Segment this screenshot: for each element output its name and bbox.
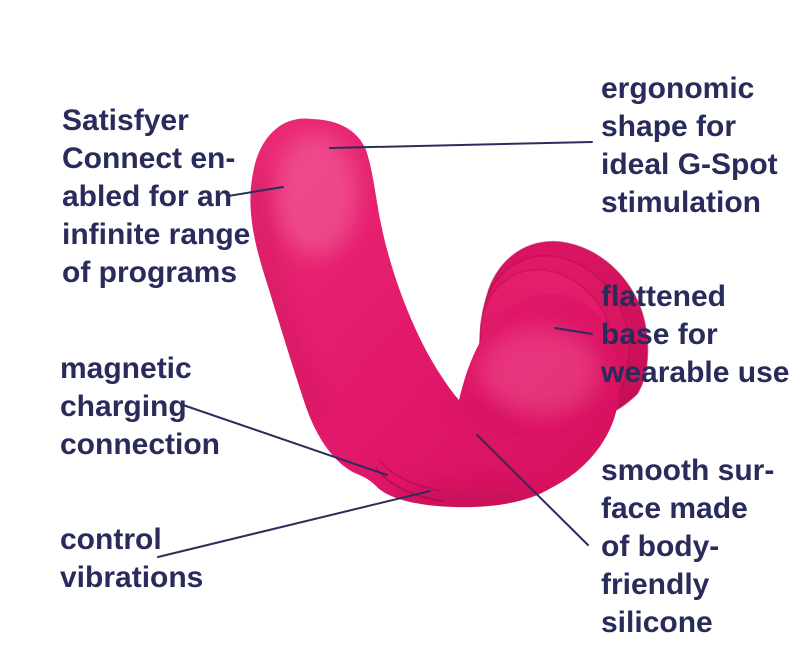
label-text-line: infinite range — [62, 218, 251, 251]
label-text-line: wearable use — [601, 356, 790, 389]
label-text-line: Connect en- — [62, 142, 236, 175]
callout-line-ergonomic-shape — [329, 141, 593, 149]
label-text-line: ergonomic — [601, 72, 755, 105]
label-text-line: stimulation — [601, 186, 762, 219]
body-shading — [250, 133, 600, 508]
label-text-line: Satisfyer — [62, 104, 189, 137]
callout-line-flattened-base — [554, 327, 593, 335]
label-text-line: control — [60, 523, 162, 556]
label-text-line: smooth sur- — [601, 454, 775, 487]
label-satisfyer-connect: Satisfyer Connect en- abled for an infin… — [62, 102, 250, 292]
callout-lines — [157, 141, 593, 558]
label-text-line: of programs — [62, 256, 238, 289]
label-flattened-base: flattened base for wearable use — [601, 278, 789, 392]
label-text-line: connection — [60, 428, 221, 461]
callout-line-satisfyer-connect — [227, 186, 284, 197]
callout-line-magnetic-charging — [182, 404, 388, 476]
label-text-line: face made — [601, 492, 748, 525]
label-text-line: silicone — [601, 606, 713, 639]
label-text-line: of body- — [601, 530, 720, 563]
label-text-line: friendly — [601, 568, 710, 601]
label-ergonomic-shape: ergonomic shape for ideal G-Spot stimula… — [601, 70, 778, 222]
label-text-line: base for — [601, 318, 718, 351]
callout-line-smooth-surface — [476, 434, 589, 546]
label-text-line: vibrations — [60, 561, 204, 594]
label-text-line: charging — [60, 390, 187, 423]
label-text-line: shape for — [601, 110, 737, 143]
label-control-vibrations: control vibrations — [60, 521, 203, 597]
callout-line-control-vibrations — [157, 490, 431, 558]
label-smooth-surface: smooth sur- face made of body- friendly … — [601, 452, 774, 642]
label-magnetic-charging: magnetic charging connection — [60, 350, 220, 464]
label-text-line: abled for an — [62, 180, 233, 213]
label-text-line: flattened — [601, 280, 727, 313]
label-text-line: magnetic — [60, 352, 192, 385]
label-text-line: ideal G-Spot — [601, 148, 778, 181]
